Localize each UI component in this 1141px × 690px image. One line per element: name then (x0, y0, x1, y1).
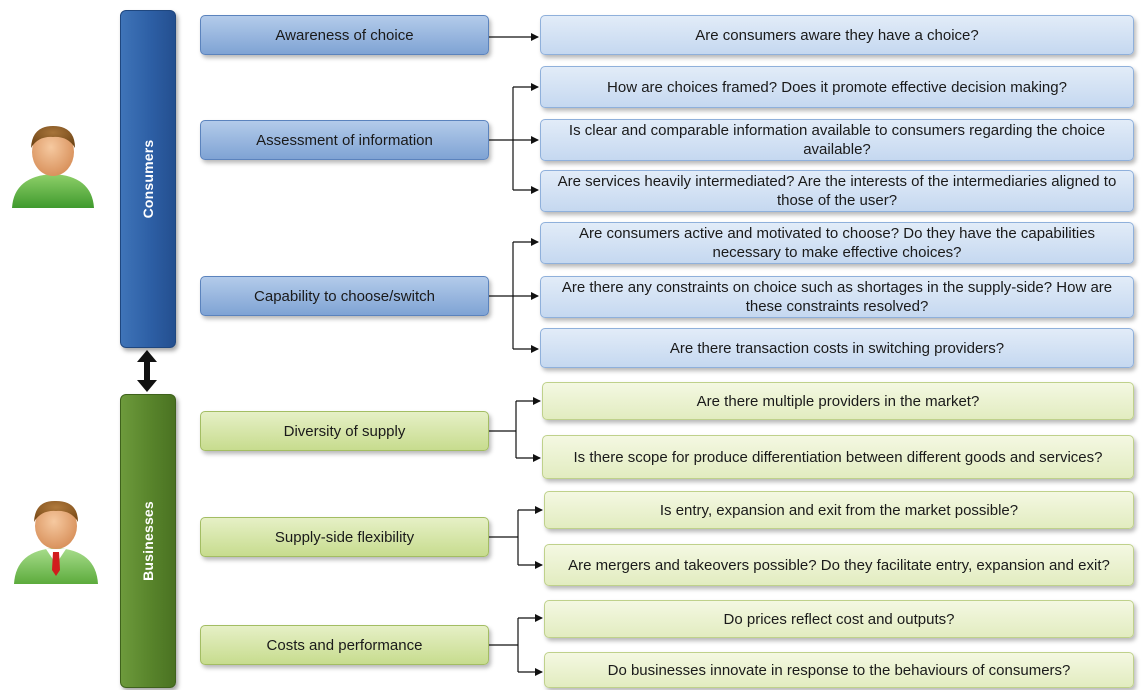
category-awareness-of-choice: Awareness of choice (200, 15, 489, 55)
question-box: Are there transaction costs in switching… (540, 328, 1134, 368)
consumers-bar: Consumers (120, 10, 176, 348)
question-box: Are mergers and takeovers possible? Do t… (544, 544, 1134, 586)
question-box: Are there any constraints on choice such… (540, 276, 1134, 318)
question-box: Is entry, expansion and exit from the ma… (544, 491, 1134, 529)
double-arrow-icon (137, 350, 157, 392)
category-assessment-of-information: Assessment of information (200, 120, 489, 160)
businesses-label: Businesses (140, 501, 156, 581)
question-box: Are consumers active and motivated to ch… (540, 222, 1134, 264)
question-box: How are choices framed? Does it promote … (540, 66, 1134, 108)
person-avatar-icon (12, 126, 94, 208)
category-diversity-of-supply: Diversity of supply (200, 411, 489, 451)
question-box: Are consumers aware they have a choice? (540, 15, 1134, 55)
question-box: Do prices reflect cost and outputs? (544, 600, 1134, 638)
question-box: Do businesses innovate in response to th… (544, 652, 1134, 688)
businessman-avatar-icon (14, 500, 98, 584)
question-box: Is clear and comparable information avai… (540, 119, 1134, 161)
consumers-label: Consumers (140, 139, 156, 219)
category-capability-to-choose-switch: Capability to choose/switch (200, 276, 489, 316)
question-box: Is there scope for produce differentiati… (542, 435, 1134, 479)
question-box: Are services heavily intermediated? Are … (540, 170, 1134, 212)
question-box: Are there multiple providers in the mark… (542, 382, 1134, 420)
businesses-bar: Businesses (120, 394, 176, 688)
category-supply-side-flexibility: Supply-side flexibility (200, 517, 489, 557)
category-costs-and-performance: Costs and performance (200, 625, 489, 665)
